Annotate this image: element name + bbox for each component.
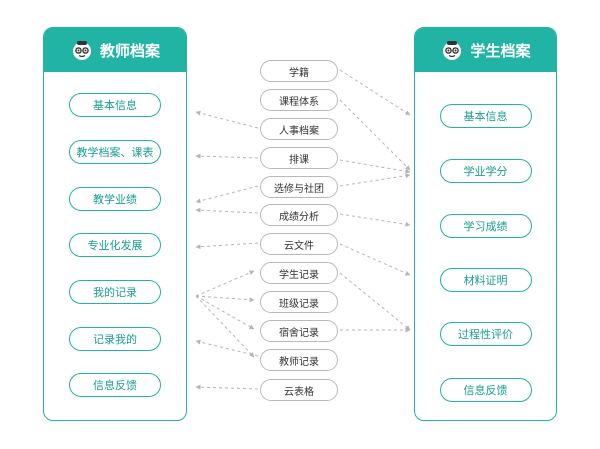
connector-arrow-16 (195, 295, 255, 330)
middle-item-cloud-files[interactable]: 云文件 (260, 233, 338, 255)
connector-arrow-14 (195, 270, 255, 297)
middle-item-class-records[interactable]: 班级记录 (260, 291, 338, 313)
connector-arrow-4 (339, 213, 411, 227)
teacher-item-teaching-performance[interactable]: 教学业绩 (69, 187, 161, 211)
connector-arrow-5 (339, 243, 411, 276)
connector-arrow-17 (195, 295, 255, 358)
connector-arrow-9 (195, 153, 259, 159)
middle-item-personnel-records[interactable]: 人事档案 (260, 118, 338, 140)
connector-arrow-0 (339, 69, 411, 116)
robot-avatar-icon (72, 41, 91, 60)
teacher-item-teaching-schedule[interactable]: 教学档案、课表 (69, 140, 161, 164)
student-item-certificates[interactable]: 材料证明 (439, 268, 532, 292)
middle-item-scheduling[interactable]: 排课 (260, 147, 338, 169)
teacher-archive-header: 教师档案 (44, 28, 186, 72)
middle-item-curriculum[interactable]: 课程体系 (260, 89, 338, 111)
middle-item-grade-analysis[interactable]: 成绩分析 (260, 204, 338, 226)
connector-arrow-15 (195, 295, 255, 303)
student-archive-header: 学生档案 (415, 28, 556, 72)
student-archive-panel: 学生档案 基本信息 学业学分 学习成绩 材料证明 过程性评价 信息反馈 (414, 27, 557, 421)
middle-item-cloud-spreadsheet[interactable]: 云表格 (260, 379, 338, 401)
teacher-item-my-records[interactable]: 我的记录 (69, 280, 161, 304)
connector-arrow-1 (339, 99, 411, 171)
student-archive-title: 学生档案 (470, 41, 531, 60)
connector-arrow-11 (195, 207, 259, 214)
teacher-item-professional-development[interactable]: 专业化发展 (69, 233, 161, 257)
student-item-grades[interactable]: 学习成绩 (439, 214, 532, 238)
connector-arrow-3 (339, 173, 411, 187)
teacher-item-feedback[interactable]: 信息反馈 (69, 373, 161, 397)
middle-item-student-records[interactable]: 学生记录 (260, 262, 338, 284)
teacher-item-records-about-me[interactable]: 记录我的 (69, 327, 161, 351)
middle-item-electives-clubs[interactable]: 选修与社团 (260, 176, 338, 198)
student-item-feedback[interactable]: 信息反馈 (439, 378, 532, 402)
connector-arrow-6 (339, 272, 411, 331)
teacher-archive-title: 教师档案 (99, 41, 160, 60)
connector-arrow-13 (195, 384, 259, 390)
connector-arrow-8 (195, 110, 259, 129)
connector-arrow-18 (195, 339, 259, 357)
student-item-academic-credits[interactable]: 学业学分 (439, 159, 532, 183)
connector-arrow-2 (339, 159, 411, 174)
robot-avatar-icon (443, 41, 462, 60)
teacher-item-basic-info[interactable]: 基本信息 (69, 93, 161, 117)
connector-arrow-10 (195, 185, 259, 204)
student-item-basic-info[interactable]: 基本信息 (439, 104, 532, 128)
middle-item-student-status[interactable]: 学籍 (260, 60, 338, 82)
middle-item-teacher-records[interactable]: 教师记录 (260, 349, 338, 371)
teacher-archive-panel: 教师档案 基本信息 教学档案、课表 教学业绩 专业化发展 我的记录 记录我的 信… (43, 27, 187, 421)
middle-item-dorm-records[interactable]: 宿舍记录 (260, 320, 338, 342)
student-item-process-evaluation[interactable]: 过程性评价 (439, 322, 532, 346)
connector-arrow-12 (195, 242, 259, 250)
